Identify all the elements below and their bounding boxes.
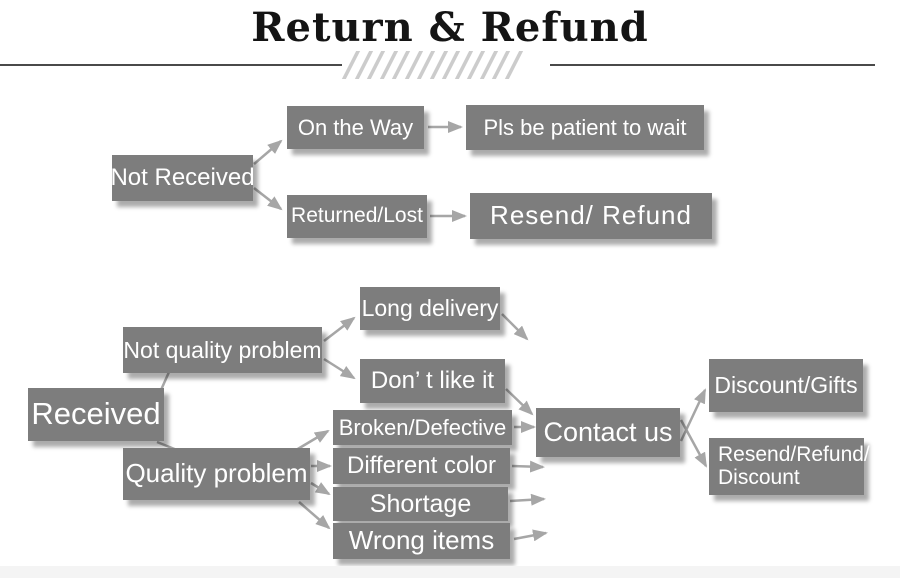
node-wrong-items: Wrong items: [333, 523, 510, 559]
node-resend-refund: Resend/ Refund: [470, 193, 712, 239]
node-long-delivery: Long delivery: [360, 287, 500, 330]
divider-line-left: [0, 64, 342, 66]
node-on-the-way: On the Way: [287, 106, 424, 149]
arrow-not-quality-to-dont-like: [323, 357, 356, 380]
arrow-not-received-to-returned-lost: [253, 187, 283, 211]
node-pls-be-patient: Pls be patient to wait: [466, 105, 704, 150]
arrow-wrong-items-out: [513, 529, 548, 542]
arrow-shortage-out: [509, 493, 546, 506]
node-contact-us: Contact us: [536, 408, 680, 457]
arrow-quality-to-wrong-items: [298, 501, 331, 530]
arrow-contact-us-to-discount-gifts: [679, 388, 707, 442]
arrow-different-color-out: [511, 460, 545, 473]
page-title: Return & Refund: [251, 4, 649, 51]
arrow-not-received-to-on-the-way: [253, 139, 283, 165]
arrow-dont-like-to-contact-us: [505, 388, 534, 416]
node-shortage: Shortage: [333, 487, 508, 521]
arrow-quality-to-shortage: [310, 481, 331, 496]
bottom-edge-band: [0, 566, 900, 578]
node-quality-problem: Quality problem: [123, 448, 310, 500]
line-received-to-not-quality: [159, 371, 171, 391]
node-received: Received: [28, 388, 164, 441]
node-not-received: Not Received: [110, 155, 255, 201]
arrow-long-delivery-out: [501, 313, 529, 341]
node-not-quality-problem: Not quality problem: [123, 327, 322, 373]
node-broken-defective: Broken/Defective: [333, 410, 512, 445]
node-resend-refund-discount: Resend/Refund/ Discount: [709, 438, 870, 495]
divider-line-right: [550, 64, 875, 66]
node-discount-gifts: Discount/Gifts: [709, 359, 863, 412]
node-different-color: Different color: [333, 448, 510, 484]
arrow-not-quality-to-long-delivery: [323, 316, 356, 342]
node-dont-like-it: Don’ t like it: [360, 359, 505, 403]
arrow-contact-us-to-resend-refund-discount: [679, 419, 708, 468]
node-returned-lost: Returned/Lost: [287, 195, 427, 238]
